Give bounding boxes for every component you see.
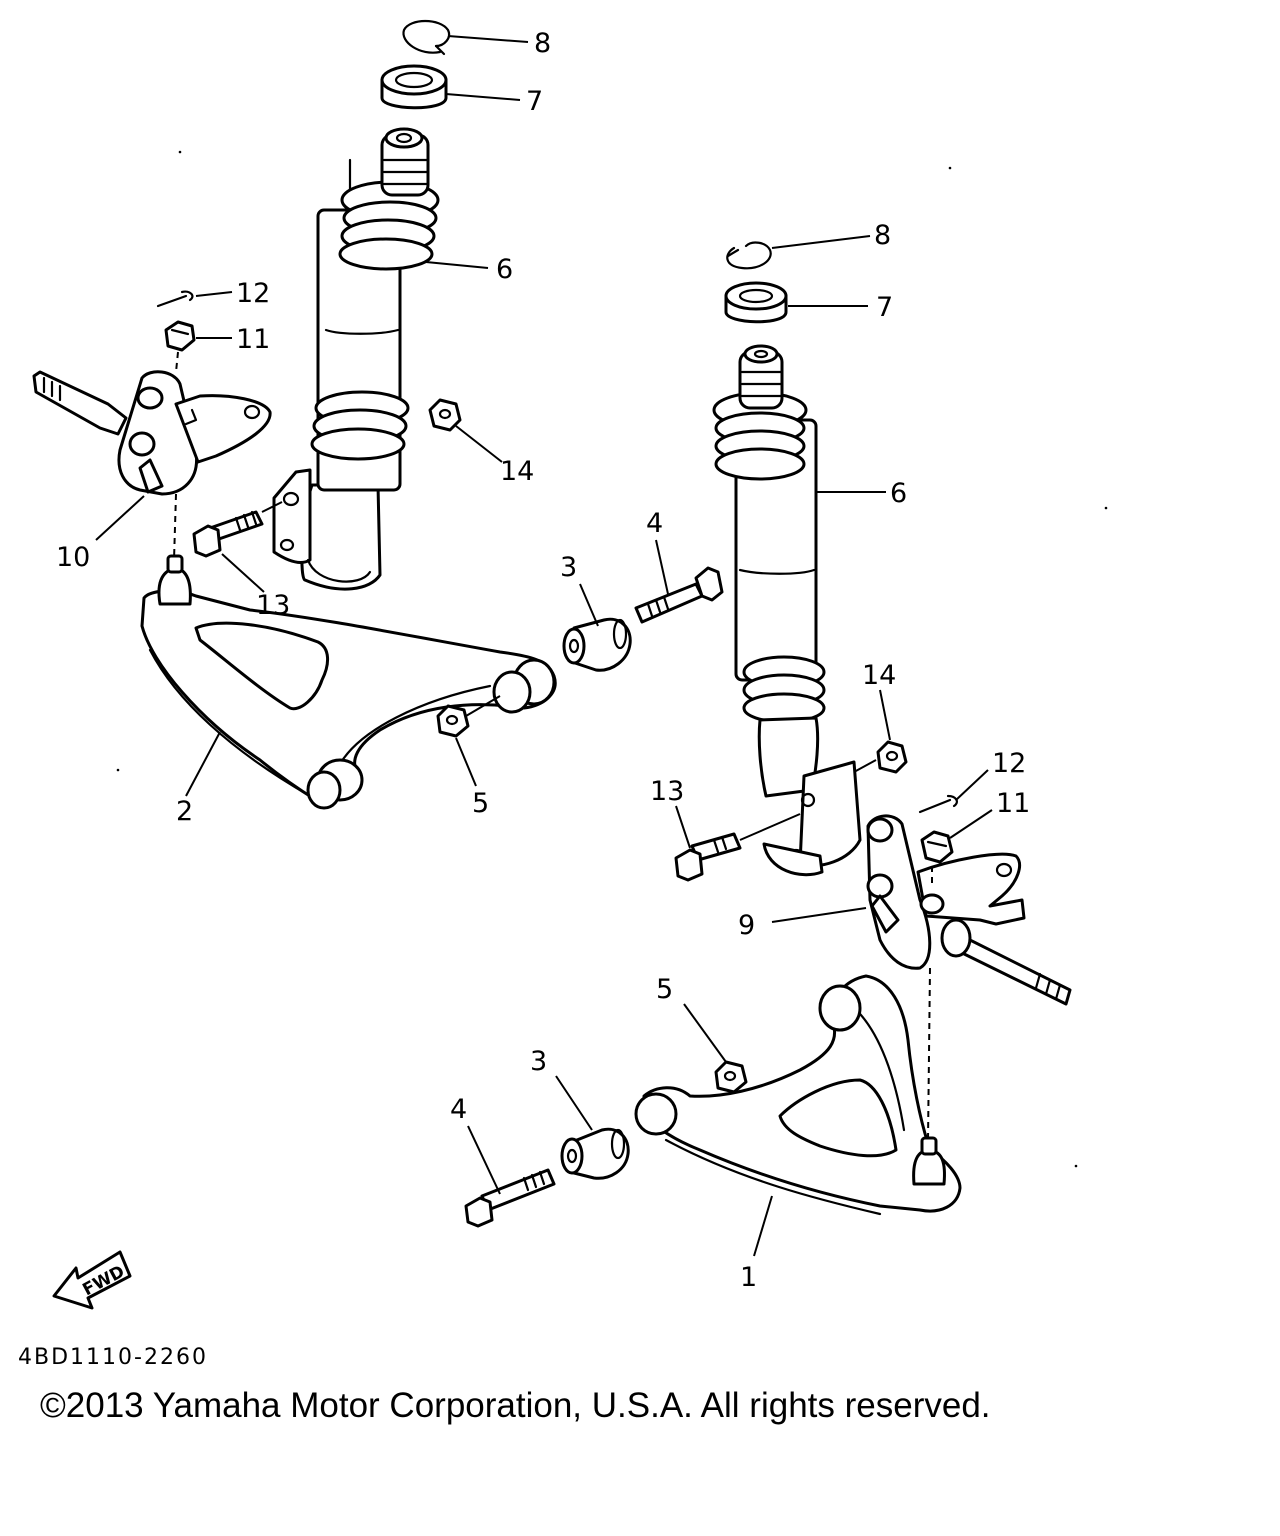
axis-line-left-knuckle bbox=[173, 351, 179, 561]
callout-9: 9 bbox=[738, 910, 755, 941]
axis-line-5a bbox=[465, 695, 501, 717]
callout-4-right: 4 bbox=[450, 1094, 467, 1125]
nut-left-5 bbox=[436, 704, 470, 738]
steering-knuckle-right bbox=[866, 814, 1072, 1006]
copyright-notice: ©2013 Yamaha Motor Corporation, U.S.A. A… bbox=[40, 1386, 991, 1425]
callout-4-left: 4 bbox=[646, 508, 663, 539]
callout-5-left: 5 bbox=[472, 788, 489, 819]
callout-14-left: 14 bbox=[500, 456, 534, 487]
callout-3-right: 3 bbox=[530, 1046, 547, 1077]
forward-arrow-icon: FWD bbox=[52, 1250, 132, 1310]
callout-8-left: 8 bbox=[534, 28, 551, 59]
callout-3-left: 3 bbox=[560, 552, 577, 583]
lower-arm-left bbox=[140, 554, 557, 810]
axis-line-14b bbox=[853, 759, 877, 773]
callout-12-left: 12 bbox=[236, 278, 270, 309]
circlip-left bbox=[402, 19, 451, 56]
nut-right-5 bbox=[714, 1060, 748, 1094]
callout-13-right: 13 bbox=[650, 776, 684, 807]
callout-12-right: 12 bbox=[992, 748, 1026, 779]
callout-14-right: 14 bbox=[862, 660, 896, 691]
bolt-left-4 bbox=[634, 566, 724, 624]
cotter-pin-left bbox=[156, 290, 194, 308]
callout-labels: 8 7 6 12 11 14 10 13 2 5 3 4 8 7 6 14 12… bbox=[56, 28, 1030, 1293]
callout-11-right: 11 bbox=[996, 788, 1030, 819]
scan-dots bbox=[116, 150, 1108, 1168]
circlip-right bbox=[726, 241, 772, 270]
bolt-left-13 bbox=[192, 510, 264, 558]
bolt-right-4 bbox=[464, 1168, 556, 1228]
castle-nut-right bbox=[920, 830, 954, 864]
leader-lines bbox=[95, 35, 993, 1257]
bushing-left bbox=[562, 617, 632, 672]
axis-line-13b bbox=[739, 813, 801, 841]
diagram-code: 4BD1110-2260 bbox=[18, 1345, 208, 1370]
callout-11-left: 11 bbox=[236, 324, 270, 355]
bolt-right-13 bbox=[674, 832, 742, 882]
callout-10: 10 bbox=[56, 542, 90, 573]
cotter-pin-right bbox=[918, 794, 958, 814]
nut-left-14 bbox=[428, 398, 462, 432]
callout-13-left: 13 bbox=[256, 590, 290, 621]
callout-2: 2 bbox=[176, 796, 193, 827]
lower-arm-right bbox=[634, 974, 962, 1216]
callout-5-right: 5 bbox=[656, 974, 673, 1005]
nut-right-14 bbox=[876, 740, 908, 774]
shock-absorber-right bbox=[712, 344, 862, 877]
callout-6-left: 6 bbox=[496, 254, 513, 285]
callout-8-right: 8 bbox=[874, 220, 891, 251]
spring-seat-right bbox=[724, 281, 788, 324]
spring-seat-left bbox=[380, 64, 448, 110]
shock-absorber-left bbox=[272, 127, 440, 591]
axis-line-right-knuckle bbox=[927, 866, 933, 1141]
callout-6-right: 6 bbox=[890, 478, 907, 509]
callout-7-right: 7 bbox=[876, 292, 893, 323]
callout-7-left: 7 bbox=[526, 86, 543, 117]
steering-knuckle-left bbox=[32, 370, 272, 496]
castle-nut-left bbox=[164, 320, 196, 352]
leader-13a-axis bbox=[261, 501, 283, 513]
callout-1: 1 bbox=[740, 1262, 757, 1293]
bushing-right bbox=[560, 1127, 630, 1180]
